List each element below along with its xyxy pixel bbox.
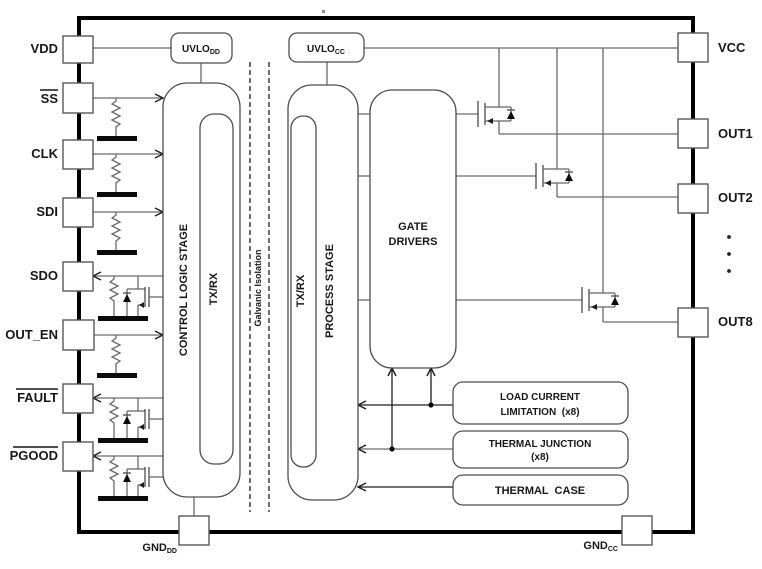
pin-label-gnd-dd: GNDDD [142,542,177,555]
svg-text:GATE: GATE [398,221,428,233]
load-current-limitation-label: LOAD CURRENT LIMITATION (x8) [500,392,580,418]
load-current-limitation-block [452,381,629,425]
right-pins [677,32,709,338]
control-logic-stage-label: CONTROL LOGIC STAGE [178,224,190,356]
thermal-case-label: THERMAL CASE [495,485,585,497]
pin-label-vcc: VCC [718,40,746,55]
control-txrx-label: TX/RX [208,272,220,305]
uvlo-dd-block [170,32,233,64]
left-pin-labels: VDD SS CLK SDI SDO OUT_EN FAULT PGOOD [5,41,58,463]
left-pins [62,35,95,472]
pin-label-sdo: SDO [30,268,58,283]
pin-sdo [62,261,94,292]
open-drain-mosfet-icon [97,397,164,444]
pin-clk [62,139,94,170]
pin-label-pgood: PGOOD [10,448,58,463]
pin-sdi [62,197,94,228]
uvlo-dd-label: UVLODD [182,44,220,56]
process-txrx-label: TX/RX [295,274,307,307]
rc-filter-icon [96,97,138,142]
bottom-pin-labels: GNDDD GNDCC [142,540,618,555]
galvanic-isolation-label: Galvanic Isolation [253,249,263,326]
junction-dot [389,446,395,452]
pin-label-fault: FAULT [17,390,58,405]
pin-gnd-cc [621,515,653,546]
pin-vdd [62,35,94,64]
pin-out-en [62,319,95,351]
power-mosfet-icon-out8 [581,286,620,314]
pin-label-ss: SS [41,91,59,106]
isolation-barrier: Galvanic Isolation [249,62,270,512]
svg-text:THERMAL JUNCTION: THERMAL JUNCTION [489,439,592,450]
pin-out8 [677,307,709,338]
power-mosfet-icon-out2 [535,162,574,190]
pin-label-sdi: SDI [36,204,58,219]
svg-text:LIMITATION (x8): LIMITATION (x8) [500,407,579,418]
wires [93,47,678,516]
pin-pgood [62,441,94,472]
stray-dot [322,10,325,13]
svg-text:(x8): (x8) [531,452,549,463]
junction-dot [428,402,434,408]
pin-label-vdd: VDD [31,41,58,56]
svg-text:LOAD CURRENT: LOAD CURRENT [500,392,580,403]
right-pin-labels: VCC OUT1 OUT2 OUT8 [718,40,753,329]
process-txrx-block [290,115,317,468]
rc-filter-icon [96,153,138,198]
control-txrx-block [199,113,234,465]
pin-out1 [677,118,709,149]
pin-ss [62,82,94,114]
svg-text:DRIVERS: DRIVERS [389,236,438,248]
pin-label-gnd-cc: GNDCC [583,540,618,553]
thermal-junction-label: THERMAL JUNCTION (x8) [489,439,592,463]
gate-drivers-block [369,89,457,369]
uvlo-cc-block [288,32,365,63]
bottom-pins [178,515,653,546]
pin-fault [62,383,94,414]
pin-label-out-en: OUT_EN [5,327,58,342]
pin-label-out8: OUT8 [718,314,753,329]
pin-label-out2: OUT2 [718,190,753,205]
pin-label-clk: CLK [31,146,58,161]
input-rc-filter-icons [96,97,138,379]
open-drain-output-icons [97,275,164,502]
pin-out2 [677,183,709,214]
thermal-junction-block [452,430,629,469]
uvlo-cc-label: UVLOCC [307,44,345,56]
process-stage-label: PROCESS STAGE [324,244,336,338]
pin-gnd-dd [178,515,210,546]
outputs-ellipsis-icon [727,235,731,273]
gate-drivers-label: GATE DRIVERS [389,221,438,248]
power-mosfet-icon-out1 [477,100,516,128]
pin-vcc [677,32,709,63]
open-drain-mosfet-icon [97,455,164,502]
rc-filter-icon [96,211,138,256]
rc-filter-icon [96,334,138,379]
open-drain-mosfet-icon [97,275,164,322]
thermal-case-block [452,474,629,506]
pin-label-out1: OUT1 [718,126,753,141]
